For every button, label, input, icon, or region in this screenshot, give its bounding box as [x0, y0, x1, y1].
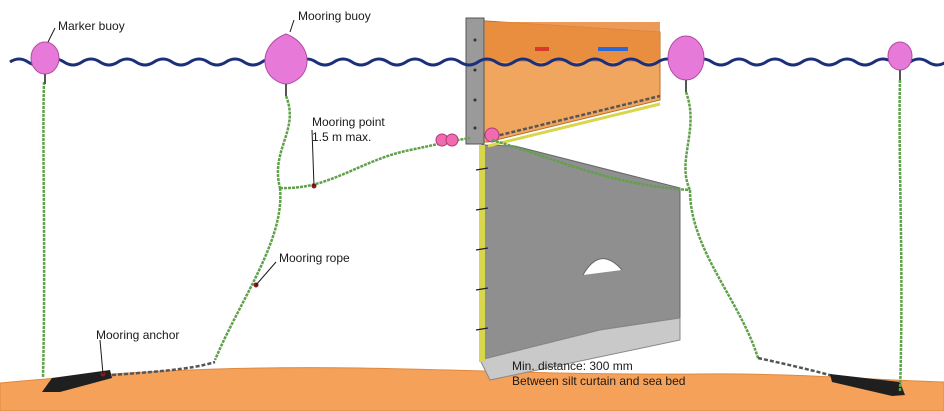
- mooring-buoy-right: [667, 35, 705, 81]
- leader-mooring-anchor: [99, 339, 104, 375]
- mooring-rope-left-upper: [276, 95, 292, 189]
- edge-post: [465, 17, 485, 145]
- marker-buoy-right: [887, 41, 913, 71]
- leader-mooring-buoy: [289, 19, 295, 33]
- label-min-distance-2: Between silt curtain and sea bed: [512, 374, 685, 388]
- marker-buoy-rope-left: [41, 81, 46, 379]
- float-chain: [487, 94, 661, 140]
- label-min-distance-1: Min. distance: 300 mm: [512, 359, 633, 373]
- float-chain-strip: [487, 102, 661, 148]
- curtain-lower-panel: [479, 317, 681, 381]
- label-mooring-point-2: 1.5 m max.: [312, 130, 371, 144]
- mooring-rope-left-lower: [213, 187, 282, 361]
- anchor-chain-left: [99, 360, 216, 378]
- float-panel-stamp-left: [535, 47, 549, 51]
- leader-marker-buoy: [47, 27, 56, 43]
- marker-buoy-rope-right: [898, 79, 903, 393]
- float-panel-top-band: [485, 22, 660, 62]
- float-panel-stamp-right: [598, 47, 628, 51]
- curtain-edge-fasteners: [475, 167, 489, 331]
- label-mooring-buoy: Mooring buoy: [298, 9, 371, 23]
- mooring-buoy-left: [264, 33, 308, 85]
- mooring-rope-right-upper: [684, 91, 692, 191]
- anchor-chain-right: [757, 356, 841, 380]
- mooring-anchor-right: [830, 374, 905, 396]
- label-marker-buoy: Marker buoy: [58, 19, 125, 33]
- edge-post-bolts: [473, 38, 477, 130]
- mooring-rope-right-lower: [688, 189, 760, 359]
- water-surface: [9, 57, 944, 67]
- label-mooring-rope: Mooring rope: [279, 251, 350, 265]
- label-mooring-point-1: Mooring point: [312, 115, 385, 129]
- leader-mooring-rope: [255, 261, 277, 286]
- leader-mooring-point: [311, 129, 315, 187]
- curtain-floats: [435, 127, 500, 147]
- curtain-opening: [582, 258, 623, 276]
- marker-buoy-left: [30, 41, 60, 75]
- mooring-rope-curtain-right: [491, 138, 691, 192]
- label-mooring-anchor: Mooring anchor: [96, 328, 179, 342]
- mooring-anchor-left: [42, 370, 112, 392]
- seabed: [0, 367, 944, 411]
